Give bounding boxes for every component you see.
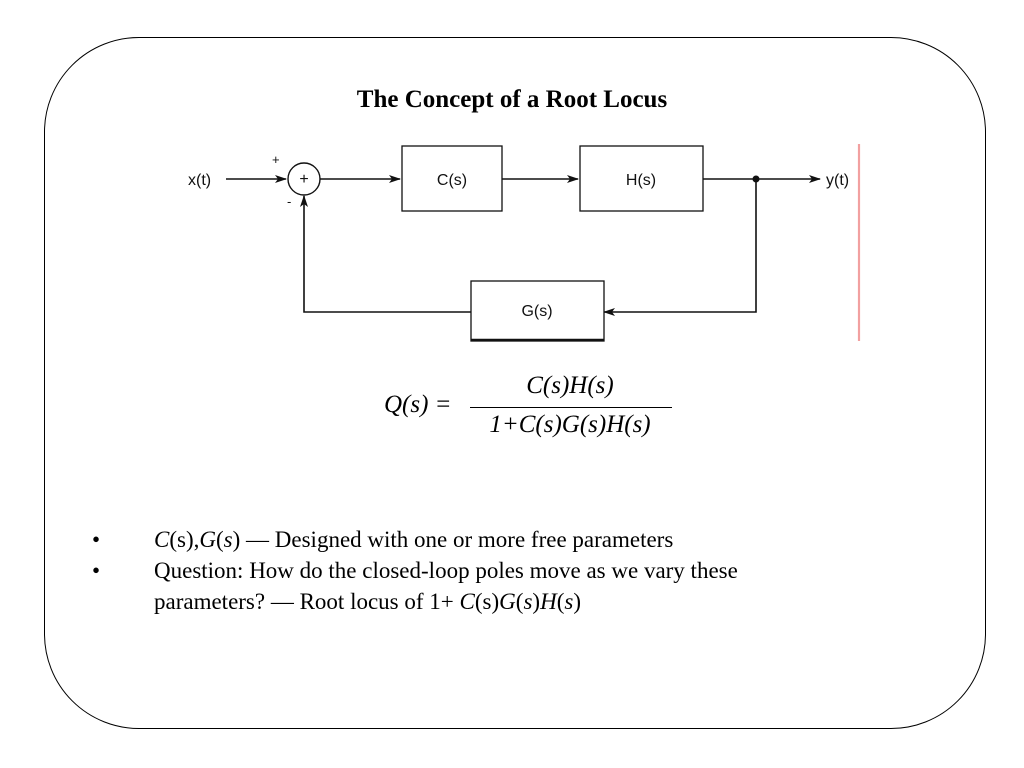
bullet-item-question: • Question: How do the closed-loop poles… (92, 555, 912, 617)
bullet-text: (s), (169, 527, 200, 552)
bullet-text: ( (216, 527, 224, 552)
equation-lhs: Q(s) = (384, 391, 452, 418)
bullet-text: Question: How do the closed-loop poles m… (154, 558, 738, 583)
bullet-text: C (154, 527, 170, 552)
bullet-marker: • (92, 527, 101, 552)
slide-title: The Concept of a Root Locus (356, 86, 668, 113)
bullet-text: ) — Designed with one or more free param… (232, 527, 674, 552)
bullet-text: G (199, 527, 216, 552)
feedback-to-g-arrow (603, 179, 757, 316)
bullet-item-design: • C(s),G(s) — Designed with one or more … (92, 524, 912, 555)
bullet-text: G (499, 589, 516, 614)
plant-block (579, 145, 704, 212)
summing-junction-symbol: + (299, 171, 308, 188)
bullet-marker: • (92, 558, 101, 583)
feedback-block-label: G(s) (521, 303, 552, 320)
bullet-text: ( (556, 589, 565, 614)
bullet-text: s (223, 527, 233, 552)
transfer-function-equation: Q(s) = C(s)H(s) 1+C(s)G(s)H(s) (384, 372, 694, 442)
g-to-sum-arrow (300, 195, 471, 313)
slide-frame (44, 37, 986, 729)
minus-sign: - (287, 194, 291, 209)
bullet-text: ) (573, 589, 581, 614)
bullet-text: s (564, 589, 574, 614)
feedback-block (470, 280, 605, 342)
controller-block (401, 145, 503, 212)
input-label: x(t) (188, 172, 211, 189)
bullet-text: s (523, 589, 533, 614)
bullet-text: H (540, 589, 557, 614)
output-label: y(t) (826, 172, 849, 189)
bullet-text: ( (515, 589, 524, 614)
bullet-text: parameters? — Root locus of 1+ (154, 589, 460, 614)
bullet-text: C (459, 589, 475, 614)
plant-block-label: H(s) (626, 172, 656, 189)
bullet-text: (s) (474, 589, 500, 614)
equation-denominator: 1+C(s)G(s)H(s) (489, 411, 651, 438)
controller-block-label: C(s) (437, 172, 467, 189)
bullet-text: ) (532, 589, 541, 614)
bullet-list: • C(s),G(s) — Designed with one or more … (92, 524, 912, 617)
equation-numerator: C(s)H(s) (526, 372, 614, 399)
fraction-bar (470, 407, 672, 409)
plus-sign: + (272, 152, 280, 167)
